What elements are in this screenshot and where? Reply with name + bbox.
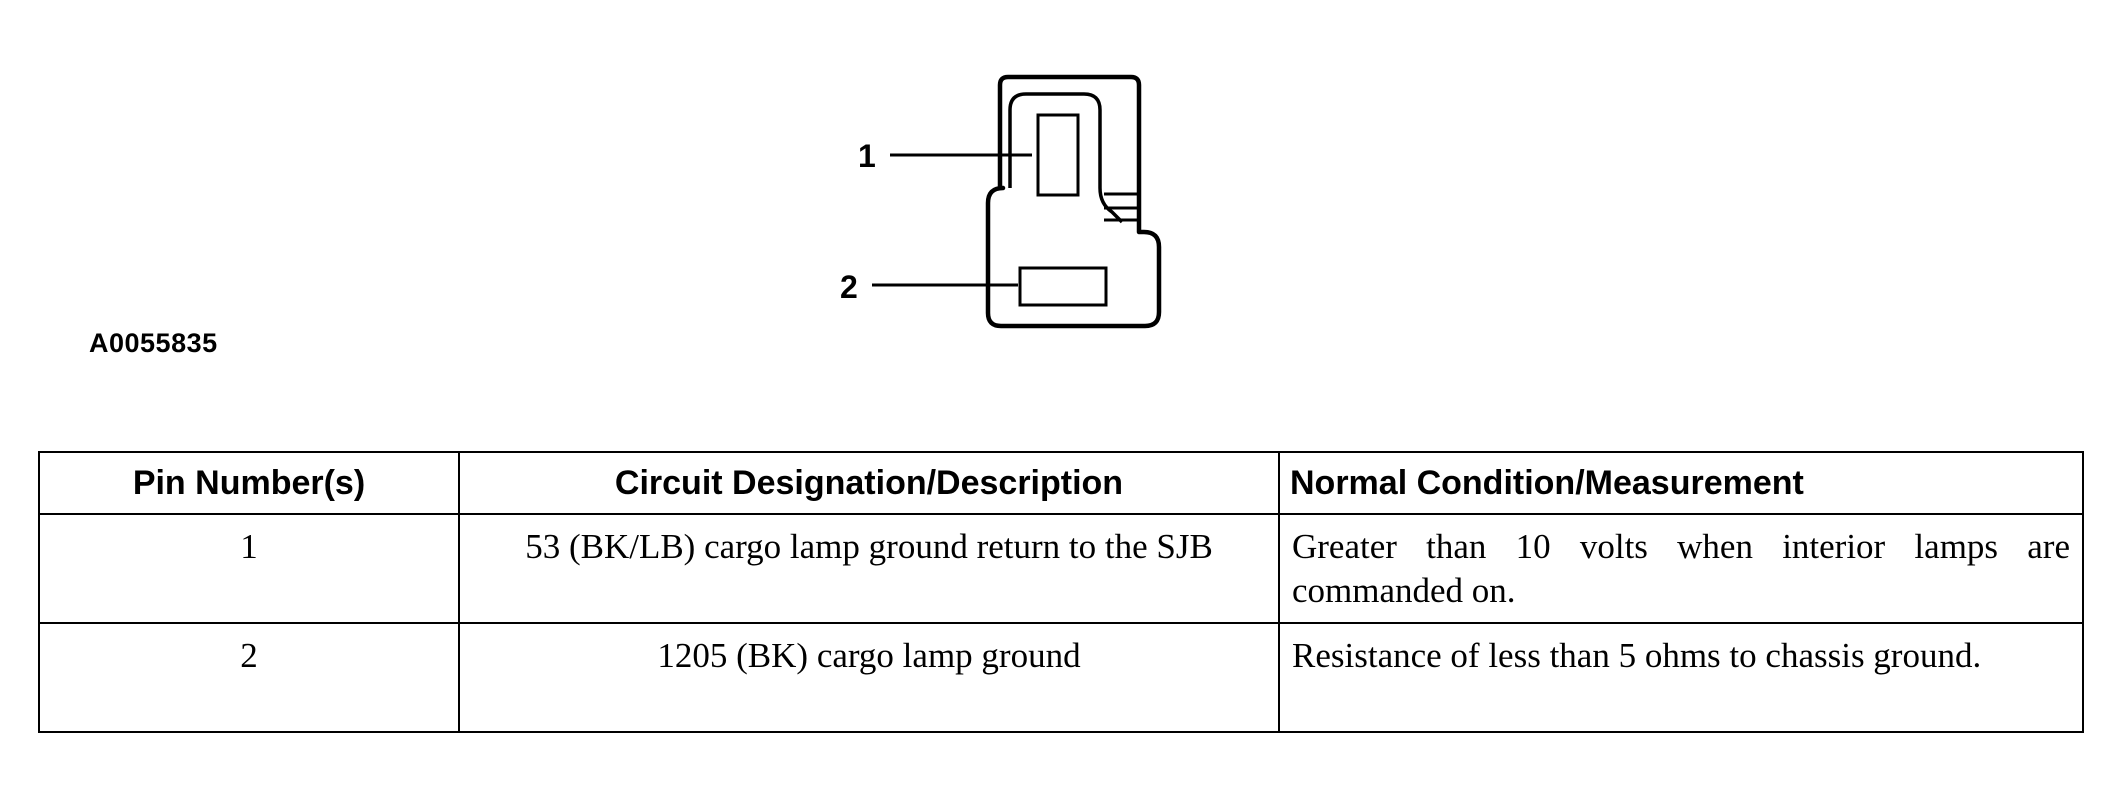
pin-1-terminal	[1036, 113, 1080, 197]
cell-circuit: 1205 (BK) cargo lamp ground	[458, 622, 1280, 733]
pin-1-label: 1	[858, 138, 876, 174]
pin-table: Pin Number(s) Circuit Designation/Descri…	[38, 451, 2084, 733]
header-circuit-designation: Circuit Designation/Description	[458, 451, 1280, 515]
table-row: 1 53 (BK/LB) cargo lamp ground return to…	[38, 513, 2084, 624]
cell-pin: 1	[38, 513, 460, 624]
connector-housing	[985, 74, 1162, 329]
cell-condition: Resistance of less than 5 ohms to chassi…	[1278, 622, 2084, 733]
figure-id: A0055835	[89, 328, 218, 358]
connector-diagram: 1 2	[840, 74, 1162, 329]
header-normal-condition: Normal Condition/Measurement	[1278, 451, 2084, 515]
header-pin-numbers: Pin Number(s)	[38, 451, 460, 515]
pin-2-terminal	[1018, 266, 1108, 307]
cell-circuit: 53 (BK/LB) cargo lamp ground return to t…	[458, 513, 1280, 624]
connector-lock-tab	[1104, 192, 1139, 222]
connector-latch	[1008, 92, 1124, 224]
pin-2-label: 2	[840, 269, 858, 305]
table-header-row: Pin Number(s) Circuit Designation/Descri…	[38, 451, 2084, 515]
table-row: 2 1205 (BK) cargo lamp ground Resistance…	[38, 622, 2084, 733]
cell-condition: Greater than 10 volts when interior lamp…	[1278, 513, 2084, 624]
cell-pin: 2	[38, 622, 460, 733]
